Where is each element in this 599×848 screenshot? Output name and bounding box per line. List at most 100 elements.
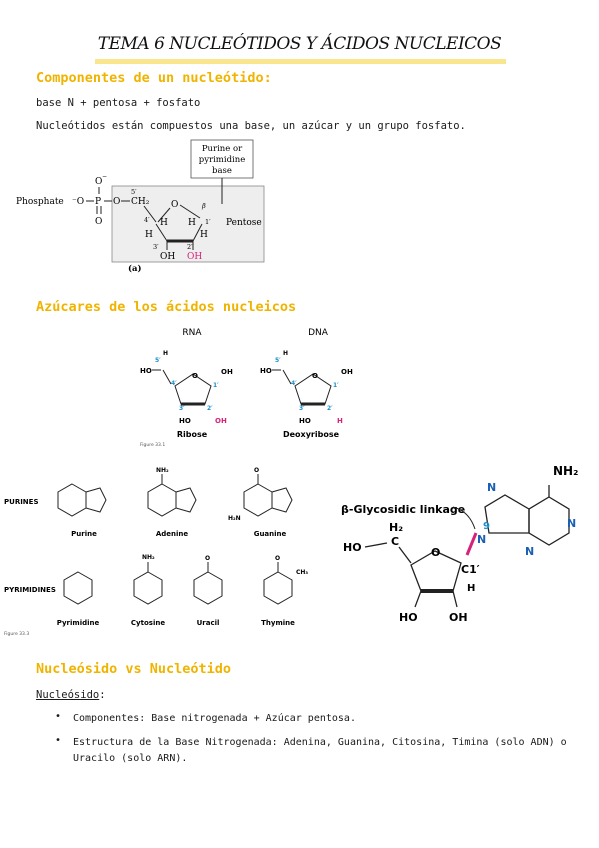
svg-text:HO: HO [179, 417, 191, 425]
svg-text:2′: 2′ [327, 405, 333, 412]
purine-structure [57, 483, 107, 517]
glycosidic-linkage-label: β-Glycosidic linkage [341, 503, 465, 516]
pentose-label: Pentose [226, 218, 262, 228]
section-heading-nucleoside: Nucleósido vs Nucleótido [36, 661, 232, 677]
svg-text:N: N [525, 545, 534, 558]
sugars-figure-note: Figure 33.1 [140, 442, 165, 448]
ribose-structure: HO H 5′ O 4′ 1′ OH 3′ 2′ HO OH Ribose [140, 350, 233, 439]
svg-text:3′: 3′ [299, 405, 305, 412]
section-heading-sugars: Azúcares de los ácidos nucleicos [36, 299, 297, 315]
cytosine-structure: NH₂ [133, 554, 163, 605]
svg-text:N: N [567, 517, 576, 530]
svg-text:H: H [283, 350, 288, 357]
svg-text:5′: 5′ [155, 357, 161, 364]
ester-oxygen: O [113, 197, 120, 207]
rna-label: RNA [182, 328, 202, 338]
oh-3prime: OH [160, 252, 175, 262]
base-box [190, 139, 254, 179]
svg-text:O: O [254, 467, 259, 474]
svg-text:5′: 5′ [275, 357, 281, 364]
svg-text:1′: 1′ [333, 382, 339, 389]
svg-text:3′: 3′ [179, 405, 185, 412]
svg-text:−: − [102, 173, 107, 180]
n9-label: 9 [483, 521, 490, 532]
purines-label: PURINES [4, 498, 39, 506]
c3-label: 3′ [153, 243, 159, 251]
svg-text:1′: 1′ [213, 382, 219, 389]
figure-caption-a: (a) [128, 263, 142, 274]
nucleoside-subheading-text: Nucleósido [36, 689, 100, 701]
svg-text:HO: HO [140, 367, 152, 375]
c1prime-label: C1′ [461, 563, 480, 576]
glycosidic-figure: NH₂ N N N N 9 β-Glycosidic linkage H₂ C … [341, 464, 578, 624]
base-box-line1: Purine or [202, 144, 243, 154]
svg-text:H: H [163, 350, 168, 357]
phosphate-o-minus-left: ⁻O [72, 197, 84, 207]
svg-text:O: O [312, 372, 318, 380]
uracil-structure: O [193, 555, 223, 605]
svg-text:HO: HO [299, 417, 311, 425]
purine-label: Purine [71, 530, 97, 538]
phosphate-o-top: O [95, 177, 102, 187]
bullet-item-1: Componentes: Base nitrogenada + Azúcar p… [73, 713, 356, 724]
svg-text:4′: 4′ [171, 380, 177, 387]
ch2-group: CH₂ [131, 197, 150, 207]
ribose-label: Ribose [177, 430, 208, 439]
svg-text:H: H [145, 230, 153, 240]
cytosine-label: Cytosine [131, 619, 165, 627]
svg-text:O: O [192, 372, 198, 380]
ring-oxygen: O [171, 200, 178, 210]
guanine-label: Guanine [254, 530, 287, 538]
svg-text:4′: 4′ [291, 380, 297, 387]
adenine-label: Adenine [156, 530, 189, 538]
bullet-marker-1: • [55, 711, 62, 722]
pyrimidine-label: Pyrimidine [57, 619, 100, 627]
svg-text:NH₂: NH₂ [142, 554, 155, 561]
svg-text:CH₃: CH₃ [296, 569, 308, 576]
c1-label: 1′ [205, 218, 211, 226]
svg-text:2′: 2′ [207, 405, 213, 412]
svg-text:O: O [205, 555, 210, 562]
adenine-structure: NH₂ [147, 467, 197, 517]
base-box-line3: base [212, 166, 232, 176]
phosphate-label: Phosphate [16, 197, 64, 207]
h-label: H [467, 583, 475, 594]
title-highlight [95, 59, 506, 64]
svg-text:OH: OH [221, 368, 233, 376]
description-text: Nucleótidos están compuestos una base, u… [36, 120, 466, 132]
thymine-label: Thymine [261, 619, 295, 627]
svg-text:OH: OH [341, 368, 353, 376]
svg-text:H₂N: H₂N [228, 515, 241, 522]
deoxyribose-h-pink: H [337, 417, 343, 425]
svg-text:HO: HO [260, 367, 272, 375]
ho-5prime: HO [343, 541, 362, 554]
svg-text:H: H [200, 230, 208, 240]
beta-label: β [201, 202, 206, 210]
nucleoside-subheading: Nucleósido: [36, 689, 106, 701]
adenine-base-structure [484, 494, 570, 546]
nh2-label: NH₂ [553, 464, 578, 478]
phosphorus-atom: P [95, 197, 101, 207]
section-heading-components: Componentes de un nucleótido: [36, 70, 272, 86]
sugars-figure: RNA DNA HO H 5′ O 4′ 1′ OH 3′ 2′ HO OH R… [140, 328, 353, 448]
glycosidic-bond [465, 532, 478, 556]
h2-label: H₂ [389, 521, 403, 534]
ribose-oh-pink: OH [215, 417, 227, 425]
deoxyribose-structure: HO H 5′ O 4′ 1′ OH 3′ 2′ HO H Deoxyribos… [260, 350, 353, 439]
ho-3prime: HO [399, 611, 418, 624]
thymine-structure: O CH₃ [263, 555, 308, 605]
bases-figure-note: Figure 33.3 [4, 631, 29, 637]
pyrimidine-structure [63, 571, 93, 605]
svg-text:H: H [160, 218, 168, 228]
svg-text:O: O [431, 546, 440, 559]
pentose-box [111, 185, 265, 263]
svg-text:NH₂: NH₂ [156, 467, 169, 474]
c4-label: 4′ [144, 216, 150, 224]
svg-text:H: H [188, 218, 196, 228]
guanine-structure: O H₂N [228, 467, 293, 522]
base-box-line2: pyrimidine [199, 155, 245, 165]
nucleotide-figure: Purine or pyrimidine base Phosphate ⁻O P… [16, 139, 265, 274]
deoxyribose-label: Deoxyribose [283, 430, 340, 439]
bullet-item-2: Estructura de la Base Nitrogenada: Adeni… [73, 737, 567, 764]
phosphate-o-bottom: O [95, 217, 102, 227]
